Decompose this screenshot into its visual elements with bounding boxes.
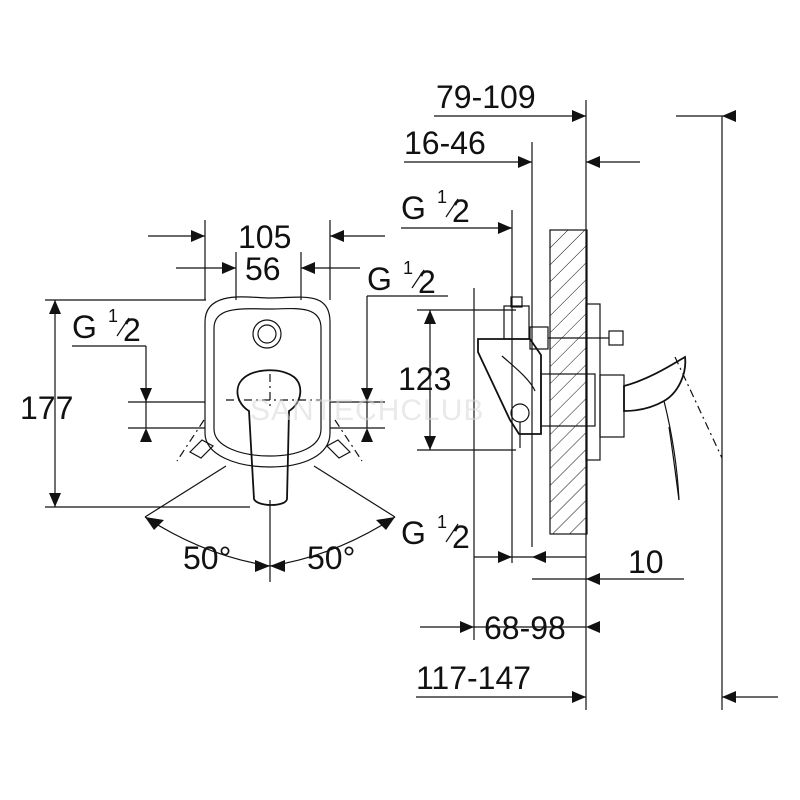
thread-bottom-den: 2 — [452, 519, 470, 555]
thread-left-den: 2 — [123, 312, 141, 348]
handle-stem-inner — [668, 426, 680, 501]
thread-bottom-g: G — [401, 515, 426, 551]
escutcheon-outline — [204, 296, 331, 468]
handle-top-arrow — [722, 110, 736, 122]
top-connector-cap — [510, 296, 523, 308]
arrow-105-right — [330, 230, 344, 242]
arrow-thread-left-bottom — [140, 428, 152, 442]
dim-16-46-arrow — [518, 156, 532, 168]
handle-bottom-arrow — [722, 691, 736, 703]
diverter-knob — [257, 324, 277, 344]
label-56: 56 — [245, 251, 281, 287]
thread-right-num: 1 — [403, 258, 413, 278]
arrow-56-right — [301, 262, 315, 274]
handle-swing-path — [674, 356, 723, 459]
handle-base — [599, 374, 625, 438]
cover-plate — [585, 303, 601, 461]
thread-bottom-num: 1 — [437, 512, 447, 532]
dim-123-bottom-arrow — [424, 436, 436, 450]
cartridge-housing — [540, 373, 596, 427]
dim-68-98-left-arrow — [460, 621, 474, 633]
thread-top-g: G — [401, 190, 426, 226]
thread-right-g: G — [367, 261, 392, 297]
angle-center-left-arrow — [255, 560, 270, 572]
angle-center-right-arrow — [270, 560, 285, 572]
label-79-109: 79-109 — [436, 79, 536, 115]
angle-right-label: 50° — [307, 540, 355, 576]
thread-left-g: G — [72, 309, 97, 345]
thread-top-den: 2 — [452, 193, 470, 229]
valve-body — [477, 338, 542, 435]
dim-68-98-right-arrow — [586, 621, 600, 633]
side-view: 79-109 16-46 G 1 2 123 — [398, 79, 778, 710]
arrow-56-left — [222, 262, 236, 274]
thread-right-den: 2 — [418, 264, 436, 300]
left-outlet-axis — [176, 419, 205, 462]
lever-handle — [236, 369, 302, 506]
dim-79-109-arrow — [572, 110, 586, 122]
label-10: 10 — [628, 544, 664, 580]
right-outlet-axis — [334, 419, 363, 462]
right-outlet — [326, 439, 351, 459]
arrow-105-left — [191, 230, 205, 242]
label-177: 177 — [20, 390, 73, 426]
watermark-text: SANTECHCLUB — [250, 394, 484, 427]
lower-knob — [510, 403, 530, 423]
thread-top-arrow — [498, 222, 512, 234]
diverter-ring — [252, 319, 282, 349]
thread-bottom-arrow-left — [498, 551, 512, 563]
diverter-connector — [529, 326, 549, 350]
angle-left-label: 50° — [183, 540, 231, 576]
dim-123-top-arrow — [424, 310, 436, 324]
arrow-thread-right-top — [361, 388, 373, 402]
top-connector — [503, 305, 530, 340]
dim-16-46-right-arrow — [586, 156, 600, 168]
label-16-46: 16-46 — [404, 125, 486, 161]
dim-10-arrow — [586, 573, 600, 585]
arrow-177-top — [49, 300, 61, 314]
angle-left-line — [144, 465, 227, 518]
thread-top-slash — [445, 198, 459, 218]
label-123: 123 — [398, 361, 451, 397]
thread-left-num: 1 — [108, 306, 118, 326]
angle-left-arrow — [145, 517, 164, 530]
thread-left-slash — [116, 317, 130, 337]
thread-bottom-arrow-right — [532, 551, 546, 563]
thread-bottom-slash — [445, 523, 459, 543]
front-view: 177 105 56 G 1 2 G 1 2 — [20, 219, 448, 582]
label-117-147: 117-147 — [416, 660, 531, 696]
handle-stem — [663, 400, 680, 501]
label-105: 105 — [238, 219, 291, 255]
arrow-177-bottom — [49, 493, 61, 507]
angle-right-arrow — [376, 517, 395, 530]
dim-117-147-arrow — [572, 691, 586, 703]
valve-internal-curve — [501, 355, 536, 392]
escutcheon-inner-outline — [213, 307, 322, 457]
arrow-thread-right-bottom — [361, 428, 373, 442]
wall-hatch — [549, 229, 588, 535]
label-68-98: 68-98 — [484, 610, 566, 646]
thread-right-slash — [411, 269, 425, 289]
handle-upper — [623, 355, 687, 412]
diverter-knob-side — [608, 330, 624, 346]
angle-right-line — [313, 465, 396, 518]
arrow-thread-left-top — [140, 388, 152, 402]
left-outlet — [189, 439, 214, 459]
thread-top-num: 1 — [437, 187, 447, 207]
